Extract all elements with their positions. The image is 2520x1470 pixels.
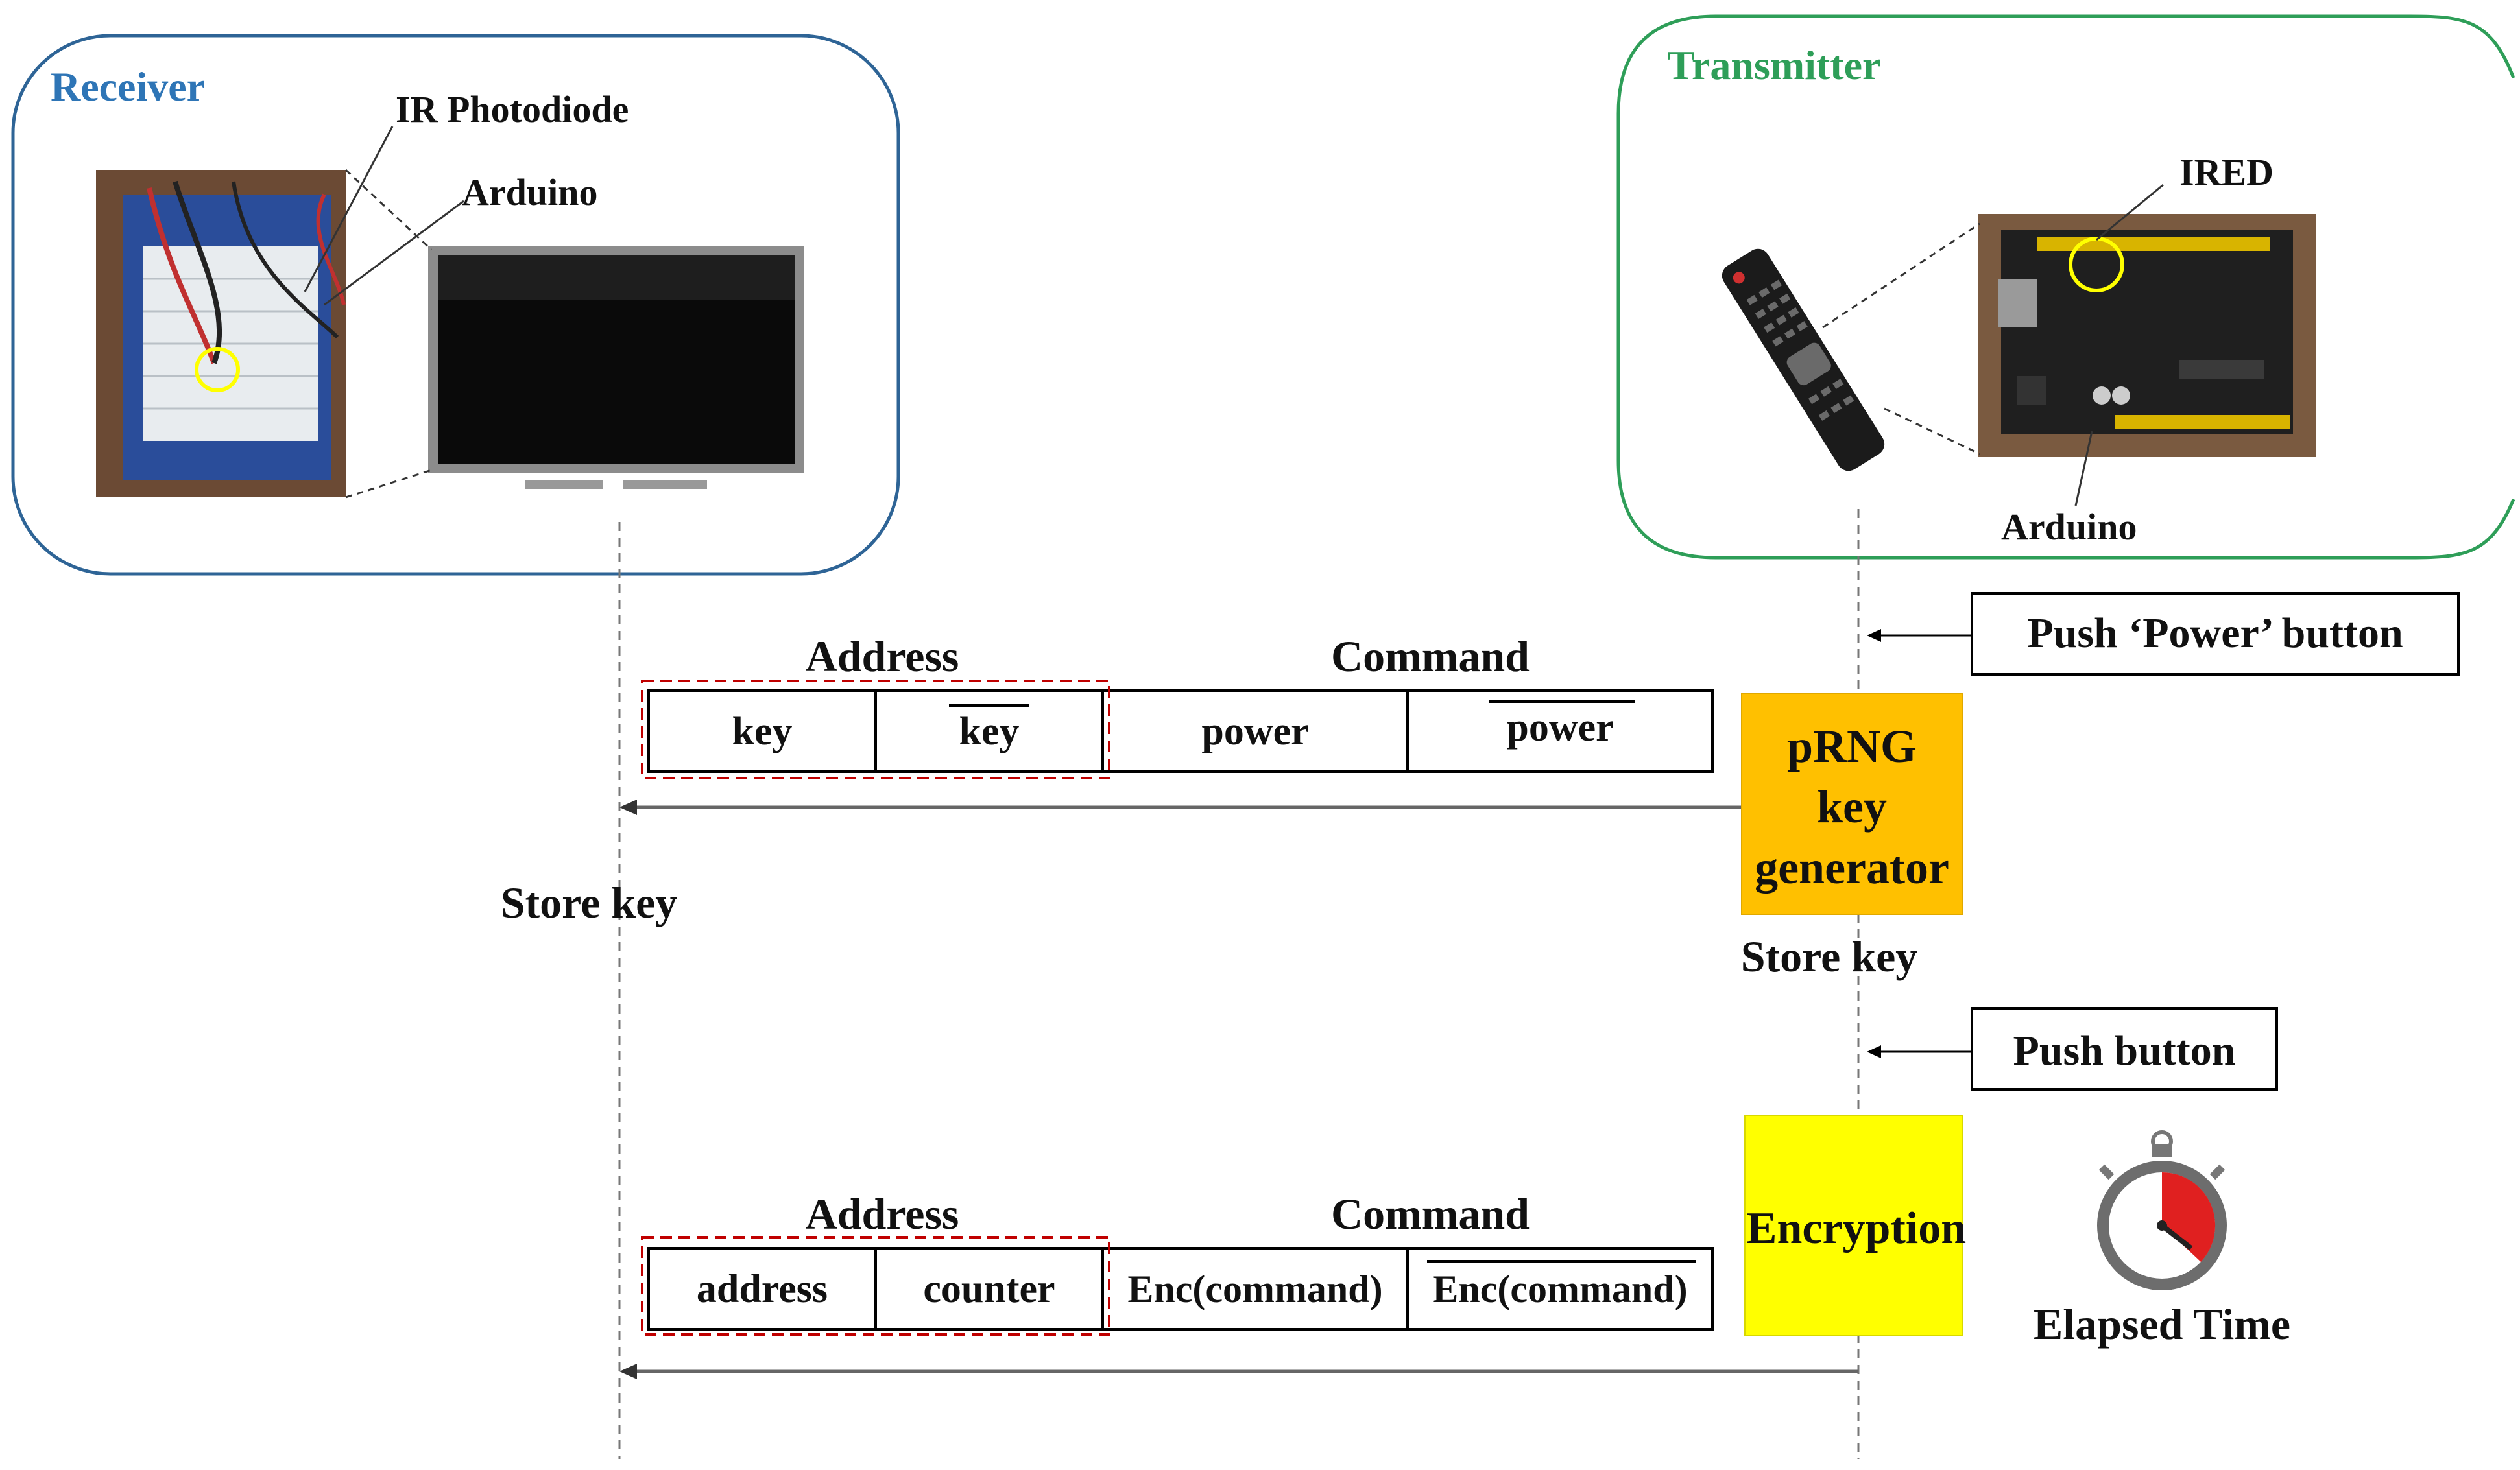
packet2-address-label: Address <box>806 1189 959 1239</box>
packet-1: Address Command key key power power <box>619 632 1742 815</box>
store-key-transmitter: Store key <box>1741 932 1918 981</box>
receiver-panel: Receiver <box>11 34 900 576</box>
label-ir-photodiode: IR Photodiode <box>396 88 629 130</box>
photodiode-highlight <box>195 347 240 392</box>
packet2-command-label: Command <box>1331 1189 1530 1239</box>
packet1-field-key: key <box>732 709 793 753</box>
packet1-field-key-inverted: key <box>959 709 1020 753</box>
prng-key-generator: pRNG key generator <box>1741 693 1963 915</box>
transmitter-border <box>1616 14 2515 560</box>
ired-highlight <box>2069 237 2124 292</box>
push-button-label: Push button <box>2013 1027 2236 1074</box>
push-power-action: Push ‘Power’ button <box>1867 592 2460 676</box>
packet2-field-counter: counter <box>923 1267 1055 1311</box>
transmitter-panel: Transmitter <box>1616 14 2515 560</box>
packet1-field-power: power <box>1201 709 1308 753</box>
push-button-action: Push button <box>1867 1007 2278 1091</box>
packet1-field-power-inverted: power <box>1506 705 1613 750</box>
receiver-border <box>11 34 900 576</box>
prng-line-3: generator <box>1755 842 1949 894</box>
label-ired: IRED <box>2179 151 2274 193</box>
packet-2: Address Command address counter Enc(comm… <box>619 1189 1858 1379</box>
prng-line-2: key <box>1817 781 1887 833</box>
transmitter-arduino-photo <box>1978 214 2316 457</box>
elapsed-time-label: Elapsed Time <box>2034 1299 2290 1349</box>
encryption-box: Encryption <box>1744 1115 1966 1336</box>
packet2-field-enc-command: Enc(command) <box>1127 1268 1382 1310</box>
receiver-title: Receiver <box>51 64 205 110</box>
packet1-command-label: Command <box>1331 632 1530 681</box>
packet2-address-outline <box>641 1236 1110 1336</box>
packet2-field-enc-command-inverted: Enc(command) <box>1432 1268 1687 1310</box>
prng-line-1: pRNG <box>1787 720 1917 772</box>
packet1-address-label: Address <box>806 632 959 681</box>
store-key-receiver: Store key <box>501 878 678 927</box>
label-transmitter-arduino: Arduino <box>2001 506 2137 548</box>
receiver-arduino-photo <box>96 170 346 497</box>
encryption-label: Encryption <box>1747 1203 1966 1253</box>
transmitter-title: Transmitter <box>1667 42 1880 88</box>
remote-control-icon <box>1722 248 1885 471</box>
packet2-field-address: address <box>697 1267 828 1311</box>
label-receiver-arduino: Arduino <box>462 171 598 213</box>
packet1-address-outline <box>641 680 1110 779</box>
stopwatch-icon <box>2097 1130 2227 1290</box>
tv-icon <box>428 246 804 489</box>
push-power-label: Push ‘Power’ button <box>2027 610 2403 657</box>
